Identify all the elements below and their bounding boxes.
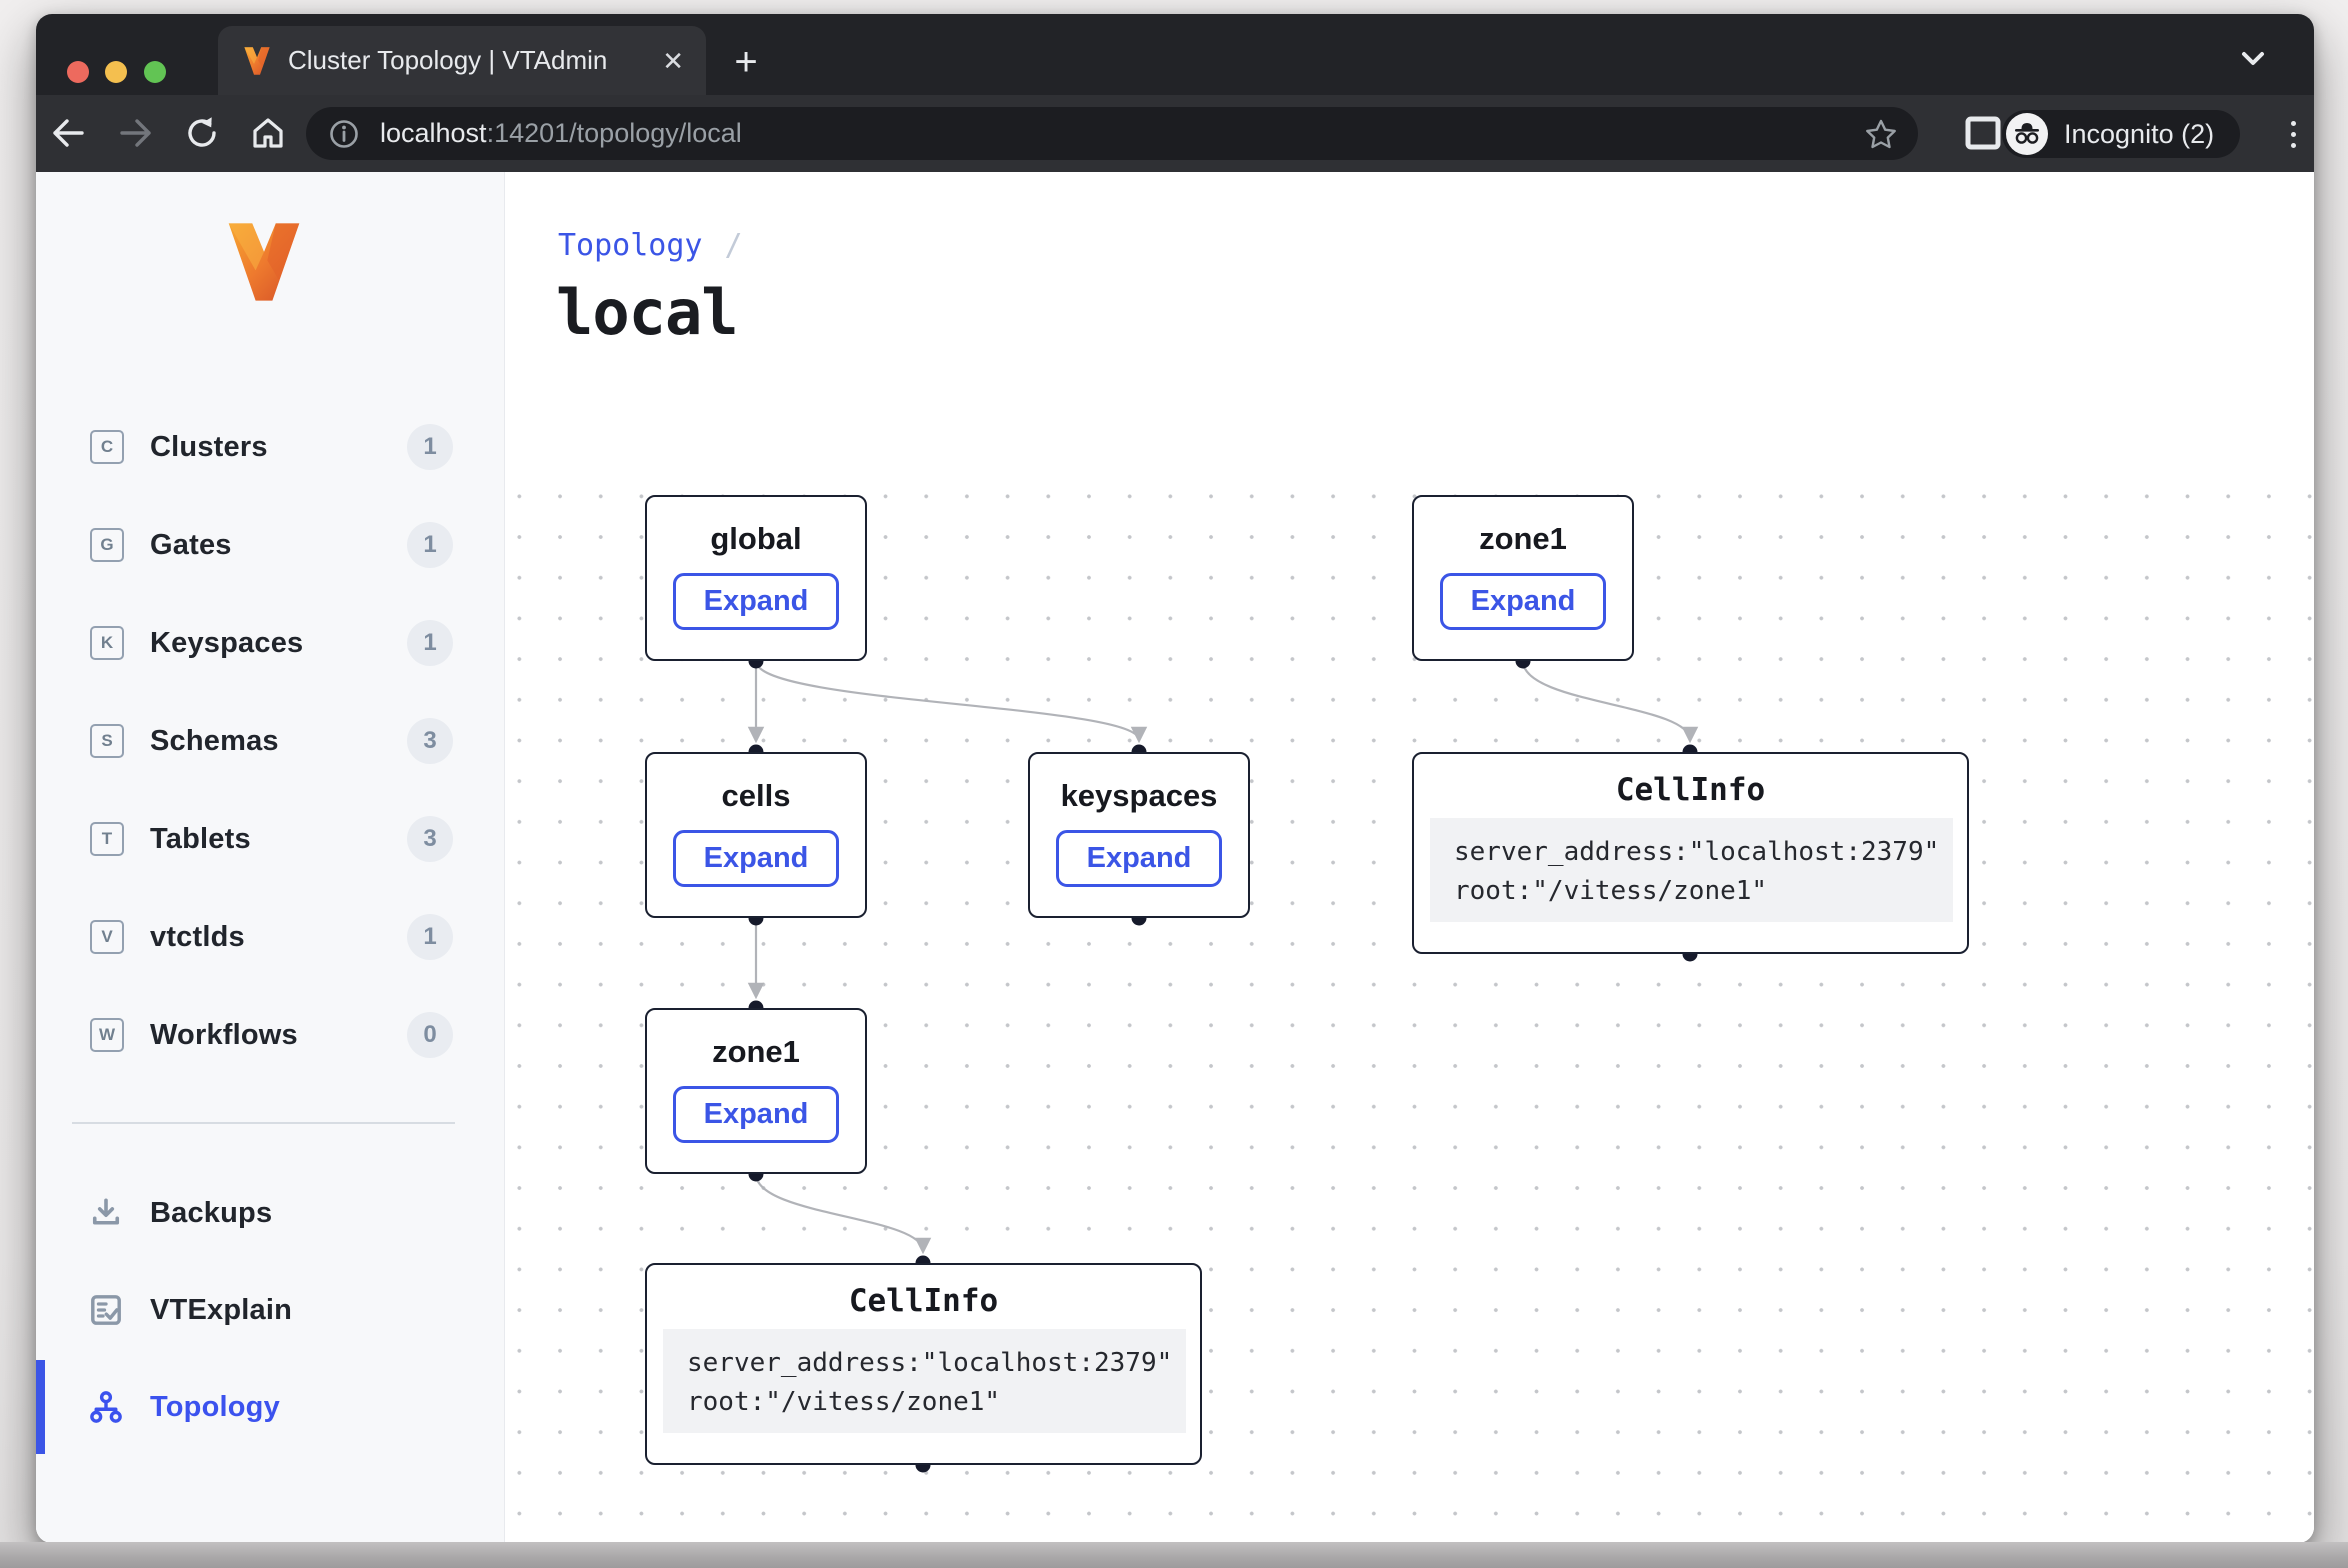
sidebar-item-vtexplain[interactable]: VTExplain [36, 1274, 504, 1346]
zoom-window-button[interactable] [144, 61, 166, 83]
incognito-label: Incognito (2) [2064, 119, 2214, 150]
sidebar: C Clusters 1 G Gates 1 K Keyspaces 1 S S… [36, 172, 505, 1543]
schemas-letter-icon: S [90, 724, 124, 758]
sidebar-item-keyspaces[interactable]: K Keyspaces 1 [36, 607, 504, 679]
bookmark-star-icon[interactable] [1864, 118, 1898, 150]
sidebar-item-gates[interactable]: G Gates 1 [36, 509, 504, 581]
breadcrumb-topology-link[interactable]: Topology [558, 228, 703, 263]
close-tab-icon[interactable]: ✕ [662, 48, 684, 74]
browser-toolbar: localhost:14201/topology/local Incognito… [36, 95, 2314, 172]
new-tab-button[interactable]: + [724, 42, 768, 86]
gates-letter-icon: G [90, 528, 124, 562]
close-window-button[interactable] [67, 61, 89, 83]
count-badge: 0 [407, 1012, 453, 1058]
url-bar[interactable]: localhost:14201/topology/local [306, 107, 1918, 160]
active-nav-indicator [36, 1360, 45, 1454]
expand-button[interactable]: Expand [673, 830, 839, 887]
url-host: localhost [380, 118, 487, 148]
tablets-letter-icon: T [90, 822, 124, 856]
node-zone1-root[interactable]: zone1 Expand [1412, 495, 1634, 661]
desktop-background [0, 1542, 2348, 1568]
keyspaces-letter-icon: K [90, 626, 124, 660]
minimize-window-button[interactable] [105, 61, 127, 83]
count-badge: 1 [407, 914, 453, 960]
sidebar-item-clusters[interactable]: C Clusters 1 [36, 411, 504, 483]
url-path: :14201/topology/local [487, 118, 742, 148]
tab-search-chevron-icon[interactable] [2236, 48, 2270, 70]
count-badge: 1 [407, 424, 453, 470]
browser-tab[interactable]: Cluster Topology | VTAdmin ✕ [218, 26, 706, 95]
sidebar-item-vtctlds[interactable]: V vtctlds 1 [36, 901, 504, 973]
vtexplain-icon [88, 1292, 124, 1328]
reload-icon[interactable] [178, 109, 226, 157]
node-zone1-cell[interactable]: zone1 Expand [645, 1008, 867, 1174]
expand-button[interactable]: Expand [673, 573, 839, 630]
vtctlds-letter-icon: V [90, 920, 124, 954]
count-badge: 1 [407, 522, 453, 568]
site-info-icon[interactable] [328, 118, 360, 150]
sidebar-divider [72, 1122, 455, 1124]
incognito-icon [2006, 113, 2048, 155]
node-global[interactable]: global Expand [645, 495, 867, 661]
count-badge: 3 [407, 718, 453, 764]
cellinfo-code: server_address:"localhost:2379" root:"/v… [1430, 818, 1953, 922]
sidebar-item-backups[interactable]: Backups [36, 1177, 504, 1249]
sidebar-item-tablets[interactable]: T Tablets 3 [36, 803, 504, 875]
side-panel-icon[interactable] [1964, 115, 2002, 156]
count-badge: 3 [407, 816, 453, 862]
sidebar-item-topology[interactable]: Topology [36, 1371, 504, 1443]
workflows-letter-icon: W [90, 1018, 124, 1052]
back-icon[interactable] [44, 109, 92, 157]
node-cellinfo-zone1[interactable]: CellInfo server_address:"localhost:2379"… [1412, 752, 1969, 954]
vitess-logo [222, 222, 306, 302]
download-icon [88, 1195, 124, 1231]
browser-window: Cluster Topology | VTAdmin ✕ + loca [36, 14, 2314, 1543]
topology-canvas[interactable]: global Expand zone1 Expand cells Expand … [505, 472, 2314, 1543]
count-badge: 1 [407, 620, 453, 666]
topology-icon [88, 1389, 124, 1425]
node-cellinfo-cells-zone1[interactable]: CellInfo server_address:"localhost:2379"… [645, 1263, 1202, 1465]
clusters-letter-icon: C [90, 430, 124, 464]
breadcrumb: Topology / [558, 228, 743, 263]
sidebar-item-workflows[interactable]: W Workflows 0 [36, 999, 504, 1071]
node-keyspaces[interactable]: keyspaces Expand [1028, 752, 1250, 918]
browser-menu-icon[interactable] [2276, 117, 2310, 151]
home-icon[interactable] [244, 109, 292, 157]
page-title: local [556, 276, 738, 349]
sidebar-item-schemas[interactable]: S Schemas 3 [36, 705, 504, 777]
url-text: localhost:14201/topology/local [380, 118, 742, 149]
tab-strip: Cluster Topology | VTAdmin ✕ + [36, 14, 2314, 95]
main-content: Topology / local [505, 172, 2314, 1543]
node-cells[interactable]: cells Expand [645, 752, 867, 918]
forward-icon[interactable] [112, 109, 160, 157]
expand-button[interactable]: Expand [1440, 573, 1606, 630]
vitess-favicon-icon [242, 47, 272, 75]
incognito-badge[interactable]: Incognito (2) [2002, 110, 2240, 158]
tab-title: Cluster Topology | VTAdmin [288, 45, 652, 76]
breadcrumb-separator: / [725, 228, 743, 263]
cellinfo-code: server_address:"localhost:2379" root:"/v… [663, 1329, 1186, 1433]
expand-button[interactable]: Expand [673, 1086, 839, 1143]
expand-button[interactable]: Expand [1056, 830, 1222, 887]
vtadmin-app: C Clusters 1 G Gates 1 K Keyspaces 1 S S… [36, 172, 2314, 1543]
